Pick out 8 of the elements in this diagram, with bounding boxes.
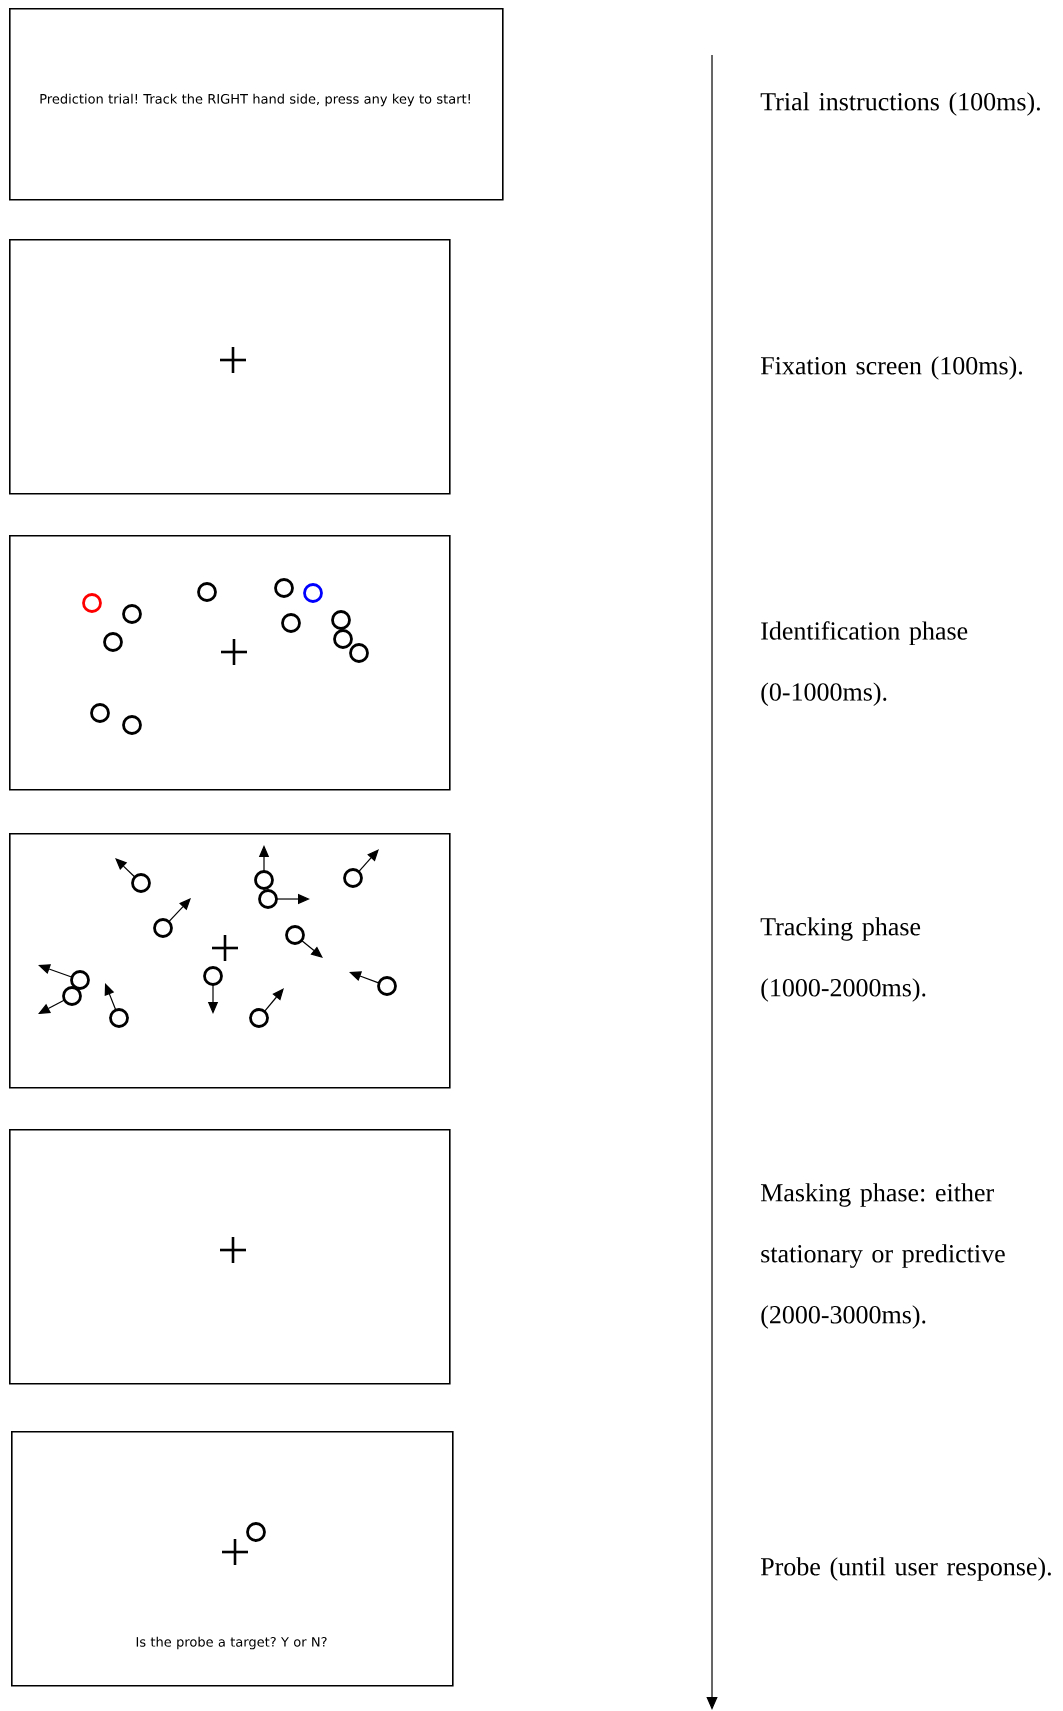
phase-label: Probe (until user response).: [760, 1557, 1051, 1581]
phase-label: Identification phase (0-1000ms).: [761, 621, 968, 707]
phase-label: Tracking phase (1000-2000ms).: [760, 917, 926, 1002]
screen-box: Prediction trial! Track the RIGHT hand side, press any key to start!: [9, 8, 504, 201]
phase-label: Masking phase: either stationary or predictive (2000-3000ms).: [760, 1183, 1005, 1329]
phase-label: Trial instructions (100ms).: [760, 92, 1040, 116]
phase-label: Fixation screen (100ms).: [760, 356, 1023, 380]
screen-box: Is the probe a target? Y or N?: [11, 1431, 454, 1687]
